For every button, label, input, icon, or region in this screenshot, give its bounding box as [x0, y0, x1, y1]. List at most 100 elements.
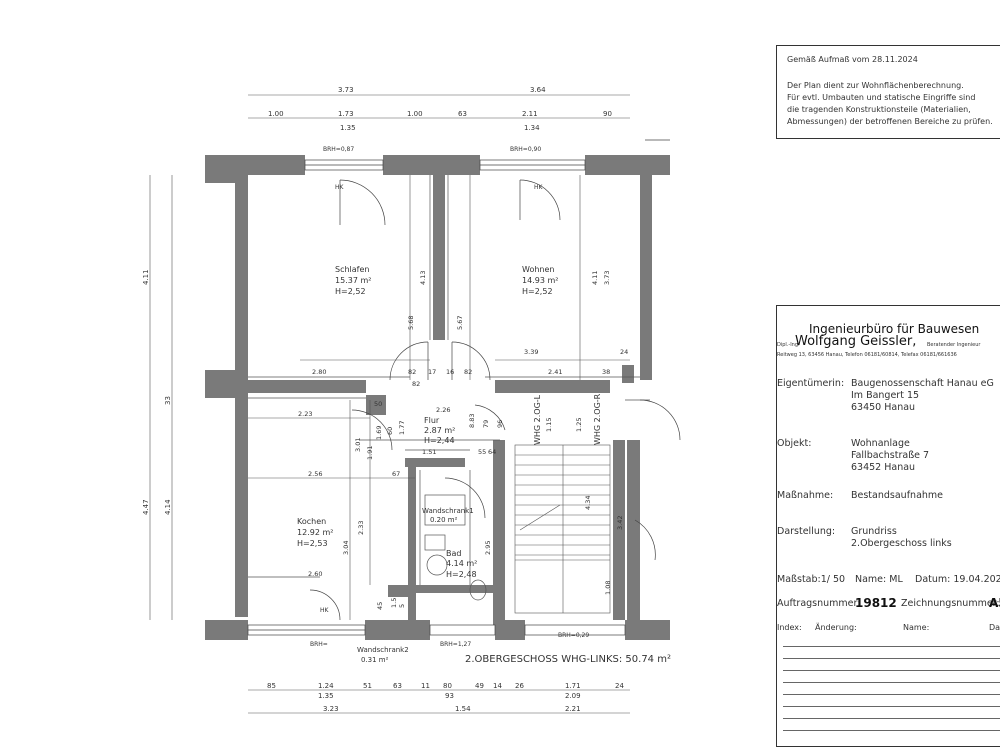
stair-label-right: WHG 2.OG-R — [593, 393, 602, 445]
note-line-4: die tragenden Konstruktionsteile (Materi… — [787, 105, 971, 114]
dim-inner-33: 60 — [386, 427, 394, 435]
object-line-3: 63452 Hanau — [851, 462, 916, 473]
dim-inner-1: 2.80 — [312, 368, 326, 376]
dim-inner-41: 8.83 — [468, 414, 476, 428]
owner-label: Eigentümerin: — [777, 378, 845, 389]
order-number: 19812 — [855, 596, 897, 610]
note-line-1: Gemäß Aufmaß vom 28.11.2024 — [787, 55, 918, 64]
hk-kochen: HK — [320, 607, 330, 614]
stair-labels: WHG 2.OG-L WHG 2.OG-R — [533, 393, 602, 445]
rev-line-8 — [783, 730, 1000, 731]
object-line-1: Wohnanlage — [851, 438, 910, 449]
display-line-2: 2.Obergeschoss links — [851, 538, 952, 549]
rev-date-label: Datum — [989, 623, 1000, 632]
dim-inner-5: 82 — [464, 368, 472, 376]
main-box: Ingenieurbüro für Bauwesen Dipl.-Ing. Wo… — [776, 305, 1000, 747]
brh-schlafen: BRH=0,87 — [323, 146, 354, 153]
dims-inner: 2.80 82 17 16 82 2.41 38 24 3.39 5.68 5.… — [298, 271, 628, 610]
bath-fixtures — [424, 494, 487, 601]
wandschrank2-area: 0.31 m² — [361, 656, 389, 664]
dim-inner-43: 96 — [496, 420, 504, 428]
dim-inner-18: 2.56 — [308, 470, 322, 478]
room-area-flur: 2.87 m² — [424, 426, 455, 435]
dim-left-1: 4.11 — [142, 269, 150, 285]
dims-top: 3.73 3.64 1.00 1.73 1.00 63 2.11 90 1.35… — [268, 86, 612, 132]
dim-top-8: 90 — [603, 110, 612, 118]
dim-left-2: 4.47 — [142, 499, 150, 515]
dim-inner-27: 1.15 — [545, 418, 553, 432]
room-area-kochen: 12.92 m² — [297, 528, 333, 537]
floor-plan: Schlafen 15.37 m² H=2,52 Wohnen 14.93 m²… — [142, 86, 681, 714]
measure-label: Maßnahme: — [777, 490, 834, 501]
dim-top-7: 2.11 — [522, 110, 538, 118]
office-heading: Ingenieurbüro für Bauwesen — [809, 322, 980, 336]
dim-inner-36: 1.91 — [366, 446, 374, 460]
rev-line-4 — [783, 682, 1000, 683]
dim-bottom-16: 1.54 — [455, 705, 471, 713]
office-name: Wolfgang Geissler, — [795, 334, 917, 349]
dim-bottom-13: 93 — [445, 692, 454, 700]
brh-treppe: BRH=0,29 — [558, 632, 589, 639]
dim-bottom-4: 63 — [393, 682, 402, 690]
dim-bottom-1: 85 — [267, 682, 276, 690]
brh-labels: BRH=0,87 BRH=0,90 BRH= BRH=1,27 BRH=0,29… — [310, 146, 589, 648]
dim-inner-15: 2.23 — [298, 410, 312, 418]
dim-inner-30: 64 — [488, 448, 496, 456]
rev-line-6 — [783, 706, 1000, 707]
dim-inner-6: 2.41 — [548, 368, 562, 376]
room-height-flur: H=2,44 — [424, 436, 455, 445]
brh-wohnen: BRH=0,90 — [510, 146, 541, 153]
room-height-kochen: H=2,53 — [297, 539, 328, 548]
drawn-by: Name: ML — [855, 574, 903, 585]
dim-top-3: 1.00 — [268, 110, 284, 118]
hk-schlafen: HK — [335, 184, 345, 191]
dim-top-1: 3.73 — [338, 86, 354, 94]
dim-inner-38: 45 — [376, 602, 384, 610]
room-name-flur: Flur — [424, 416, 440, 425]
dim-inner-4: 16 — [446, 368, 454, 376]
dim-bottom-3: 51 — [363, 682, 372, 690]
dim-top-6: 63 — [458, 110, 467, 118]
owner-line-1: Baugenossenschaft Hanau eG — [851, 378, 994, 389]
room-name-schlafen: Schlafen — [335, 265, 369, 274]
dim-inner-2: 82 — [408, 368, 416, 376]
dim-inner-12: 4.13 — [419, 271, 427, 285]
dim-inner-32: 1.77 — [398, 421, 406, 435]
drawing-label: Zeichnungsnummer: — [901, 598, 1000, 609]
display-line-1: Grundriss — [851, 526, 897, 537]
dim-inner-9: 3.39 — [524, 348, 538, 356]
title-block: Gemäß Aufmaß vom 28.11.2024 Der Plan die… — [770, 0, 1000, 750]
dim-bottom-10: 1.71 — [565, 682, 581, 690]
drawing-date: Datum: 19.04.2024 — [915, 574, 1000, 585]
dim-inner-39: 1.5 — [390, 598, 398, 608]
dim-inner-19: 67 — [392, 470, 400, 478]
office-suffix: Beratender Ingenieur — [927, 342, 981, 348]
dim-bottom-9: 26 — [515, 682, 524, 690]
rev-index-label: Index: — [777, 623, 802, 632]
dim-bottom-17: 2.21 — [565, 705, 581, 713]
dim-inner-10: 5.68 — [407, 316, 415, 330]
dim-inner-13: 4.11 — [591, 271, 599, 285]
dim-inner-16: 2.26 — [436, 406, 450, 414]
dim-inner-26: 1.08 — [604, 581, 612, 595]
room-name-wohnen: Wohnen — [522, 265, 554, 274]
order-label: Auftragsnummer: — [777, 598, 861, 609]
dim-bottom-5: 11 — [421, 682, 430, 690]
dim-bottom-8: 14 — [493, 682, 502, 690]
room-name-kochen: Kochen — [297, 517, 326, 526]
door-swings — [309, 179, 681, 621]
dim-bottom-2: 1.24 — [318, 682, 334, 690]
hk-wohnen: HK — [534, 184, 544, 191]
object-line-2: Fallbachstraße 7 — [851, 450, 930, 461]
dim-inner-7: 38 — [602, 368, 610, 376]
dim-inner-11: 5.67 — [456, 316, 464, 330]
measure-value: Bestandsaufnahme — [851, 490, 944, 501]
dim-bottom-14: 2.09 — [565, 692, 581, 700]
plan-title: 2.OBERGESCHOSS WHG-LINKS: 50.74 m² — [465, 654, 671, 665]
dim-inner-21: 2.33 — [357, 521, 365, 535]
room-outlines — [248, 175, 650, 585]
dim-left-4: 33 — [164, 396, 172, 405]
display-label: Darstellung: — [777, 526, 836, 537]
dim-inner-25: 4.34 — [584, 496, 592, 510]
dim-bottom-7: 49 — [475, 682, 484, 690]
